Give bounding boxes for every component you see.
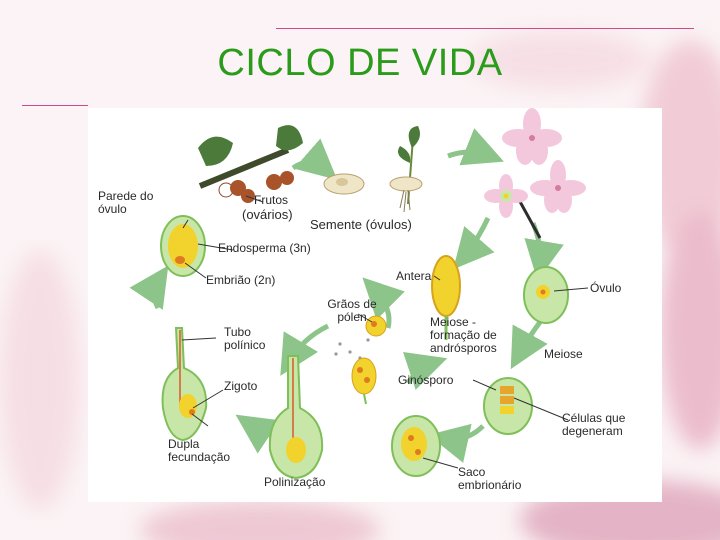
anther-illustration: [431, 255, 461, 340]
label-celulas-que-degeneram: Células que degeneram: [562, 411, 626, 438]
label-embriao: Embrião (2n): [206, 273, 276, 287]
label-parede-do-ovulo: Parede do óvulo: [98, 189, 154, 216]
label-antera: Antera: [396, 269, 432, 283]
label-ginosporo: Ginósporo: [398, 373, 454, 387]
label-ovulo: Óvulo: [590, 281, 622, 295]
label-frutos: Frutos: [254, 193, 289, 207]
title-rule-left: [22, 105, 88, 106]
pollination-ovary-illustration: [268, 355, 324, 480]
life-cycle-diagram: Parede do óvulo Frutos (ovários) Semente…: [88, 108, 662, 502]
label-saco-embrionario: Saco embrionário: [458, 465, 522, 492]
seed-section-illustration: [160, 215, 206, 277]
label-meiose-formacao: Meiose - formação de andrósporos: [430, 315, 497, 355]
label-semente: Semente (óvulos): [310, 217, 412, 232]
label-ovarios: (ovários): [242, 207, 293, 222]
slide-title: CICLO DE VIDA: [217, 42, 503, 84]
megaspore-illustration: [483, 377, 533, 435]
label-dupla-fecundacao: Dupla fecundação: [168, 437, 231, 464]
ovule-illustration: [523, 266, 569, 324]
title-rule-top: [276, 28, 694, 29]
label-graos-de-polen: Grãos de pólen: [327, 297, 377, 324]
label-endosperma: Endosperma (3n): [218, 241, 311, 255]
seed-illustration: [323, 173, 365, 195]
embryo-sac-illustration: [391, 415, 441, 477]
label-polinizacao: Polinização: [264, 475, 326, 489]
label-zigoto: Zigoto: [224, 379, 258, 393]
label-meiose: Meiose: [544, 347, 583, 361]
pollen-grains-illustration: [334, 315, 387, 405]
seedling-illustration: [389, 126, 423, 213]
life-cycle-illustration: [129, 108, 589, 480]
fruit-branch-illustration: [198, 125, 303, 203]
flowers-illustration: [484, 108, 586, 239]
label-pointers: [181, 195, 589, 469]
fertilized-ovary-illustration: [161, 327, 208, 442]
label-tubo-polinico: Tubo polínico: [224, 325, 266, 352]
